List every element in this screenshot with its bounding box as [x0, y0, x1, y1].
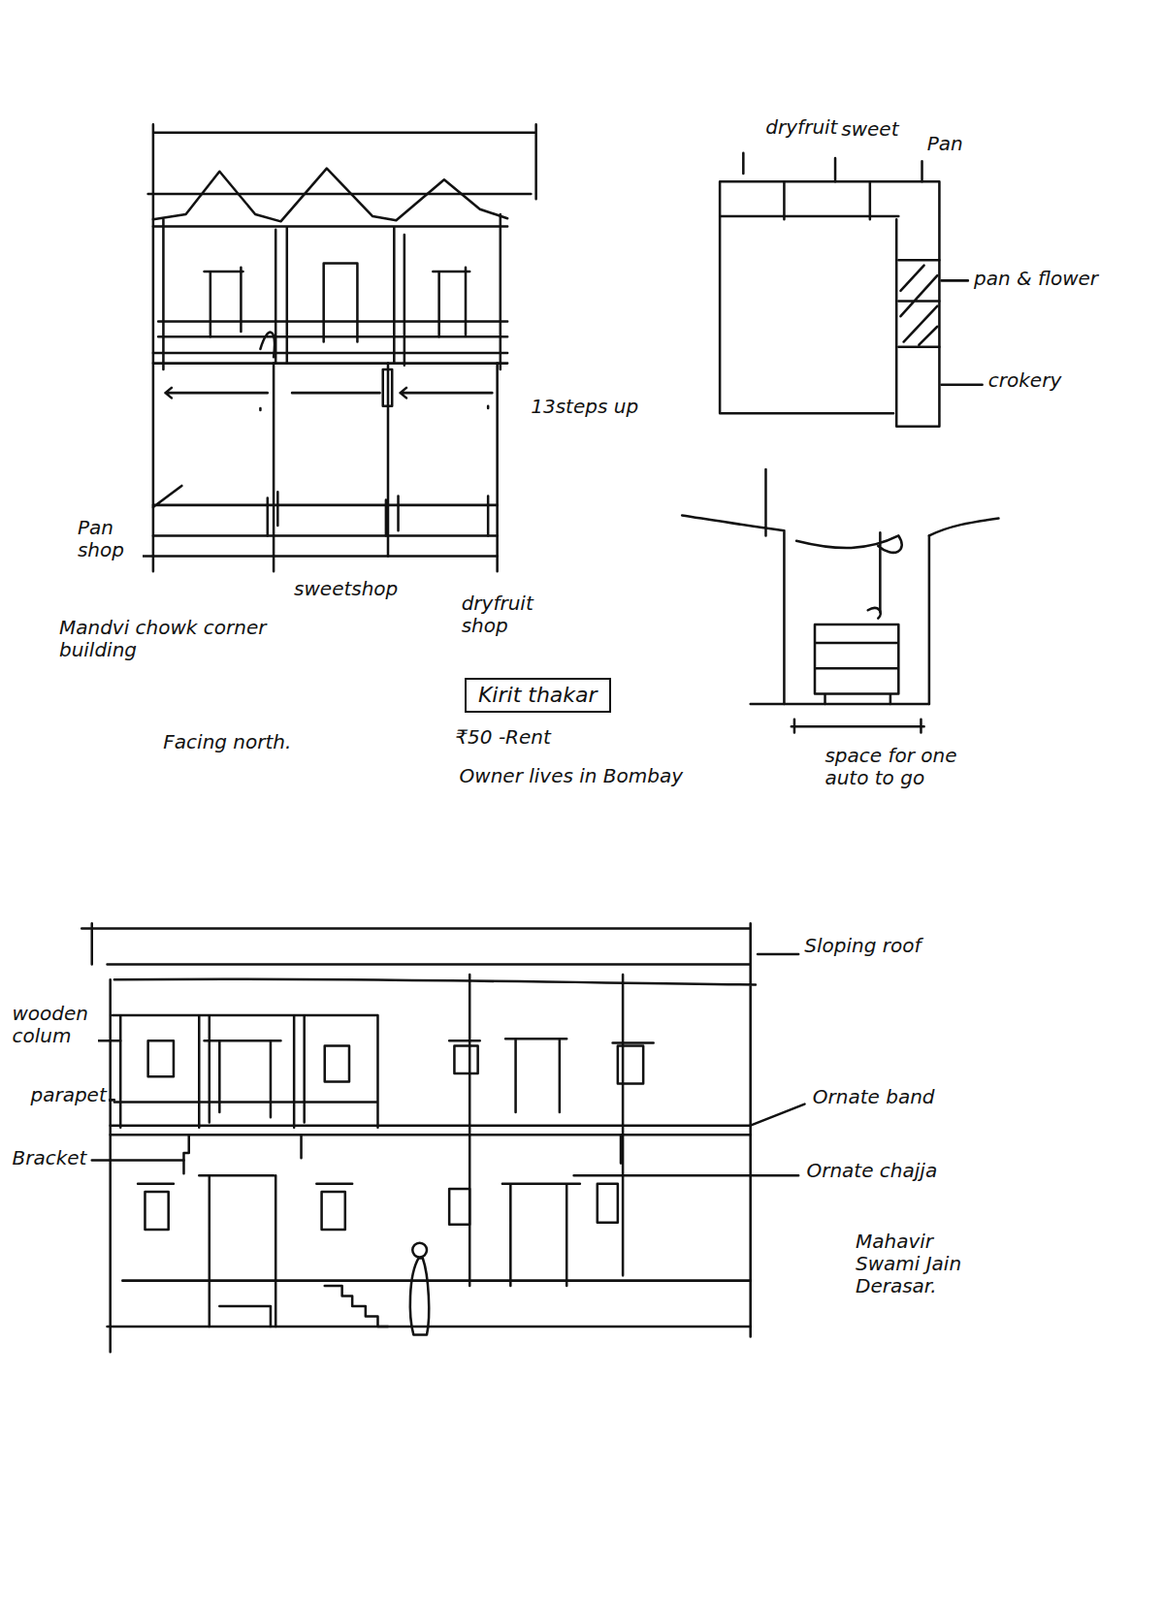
shop-label: pan & flower	[971, 267, 1100, 291]
part-label: Sloping roof	[802, 935, 923, 958]
shop-label: sweetshop	[291, 578, 400, 601]
shop-label: dryfruit	[763, 116, 840, 139]
part-label: Ornate band	[810, 1086, 938, 1109]
part-label: wooden colum	[10, 1002, 98, 1048]
shop-label: sweet	[839, 118, 901, 141]
orientation-note: Facing north.	[161, 731, 293, 754]
derasar-elevation	[81, 923, 805, 1353]
street-note: space for one auto to go	[822, 744, 996, 790]
location-note: Mandvi chowk corner building	[57, 616, 296, 662]
part-label: parapet	[28, 1084, 108, 1107]
name-text: Kirit thakar	[478, 682, 598, 708]
rent-note: ₹50 -Rent	[452, 726, 552, 749]
shop-plan	[719, 153, 983, 427]
owner-note: Owner lives in Bombay	[457, 765, 686, 788]
part-label: Ornate chajja	[804, 1160, 939, 1183]
note: 13steps up	[528, 395, 641, 419]
building-name: Mahavir Swami Jain Derasar.	[853, 1230, 996, 1298]
shop-label: Pan	[925, 132, 966, 156]
shop-label: crokery	[986, 369, 1064, 392]
shop-label: dryfruit shop	[459, 592, 566, 638]
street-section	[681, 469, 999, 733]
name-box: Kirit thakar	[464, 678, 612, 713]
shop-label: Pan shop	[75, 517, 143, 562]
corner-building-elevation	[142, 124, 536, 572]
part-label: Bracket	[10, 1147, 90, 1170]
